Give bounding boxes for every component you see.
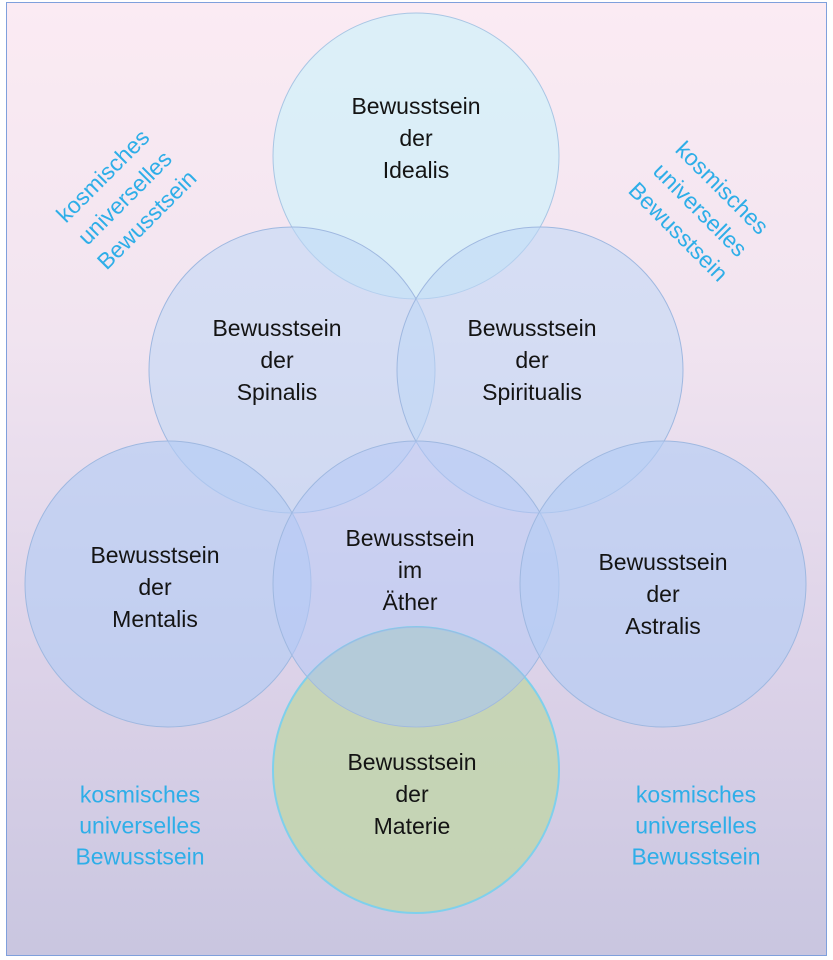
circle-astralis: [519, 440, 807, 728]
label-idealis-line3: Idealis: [382, 157, 450, 183]
label-spinalis-line1: Bewusstsein: [212, 315, 342, 341]
label-spiritualis-line3: Spiritualis: [482, 379, 582, 405]
label-mentalis: Bewusstsein der Mentalis: [90, 539, 219, 635]
label-aether-line1: Bewusstsein: [345, 525, 475, 551]
label-materie-line3: Materie: [373, 813, 451, 839]
label-spiritualis: Bewusstsein der Spiritualis: [467, 312, 596, 408]
label-spinalis-line2: der: [260, 347, 294, 373]
cosmic-bl-line3: Bewusstsein: [75, 843, 205, 870]
label-mentalis-line2: der: [138, 574, 172, 600]
label-astralis-line2: der: [646, 581, 680, 607]
label-spiritualis-line1: Bewusstsein: [467, 315, 597, 341]
label-idealis-line1: Bewusstsein: [351, 93, 481, 119]
label-materie: Bewusstsein der Materie: [347, 746, 476, 842]
cosmic-br-line3: Bewusstsein: [631, 843, 761, 870]
cosmic-label-bottom-right: kosmisches universelles Bewusstsein: [631, 780, 760, 873]
label-materie-line1: Bewusstsein: [347, 749, 477, 775]
label-mentalis-line1: Bewusstsein: [90, 542, 220, 568]
label-mentalis-line3: Mentalis: [112, 606, 198, 632]
cosmic-bl-line2: universelles: [79, 812, 201, 839]
label-aether-line2: im: [397, 557, 423, 583]
label-idealis-line2: der: [399, 125, 433, 151]
cosmic-br-line1: kosmisches: [635, 781, 757, 808]
label-aether: Bewusstsein im Äther: [345, 522, 474, 618]
aether-materie-overlap: [306, 626, 526, 728]
label-materie-line2: der: [395, 781, 429, 807]
label-aether-line3: Äther: [382, 589, 438, 615]
label-idealis: Bewusstsein der Idealis: [351, 90, 480, 186]
label-astralis-line3: Astralis: [625, 613, 701, 639]
label-spiritualis-line2: der: [515, 347, 549, 373]
label-spinalis: Bewusstsein der Spinalis: [212, 312, 341, 408]
cosmic-label-bottom-left: kosmisches universelles Bewusstsein: [75, 780, 204, 873]
cosmic-bl-line1: kosmisches: [79, 781, 201, 808]
cosmic-br-line2: universelles: [635, 812, 757, 839]
label-astralis: Bewusstsein der Astralis: [598, 546, 727, 642]
label-astralis-line1: Bewusstsein: [598, 549, 728, 575]
label-spinalis-line3: Spinalis: [236, 379, 318, 405]
